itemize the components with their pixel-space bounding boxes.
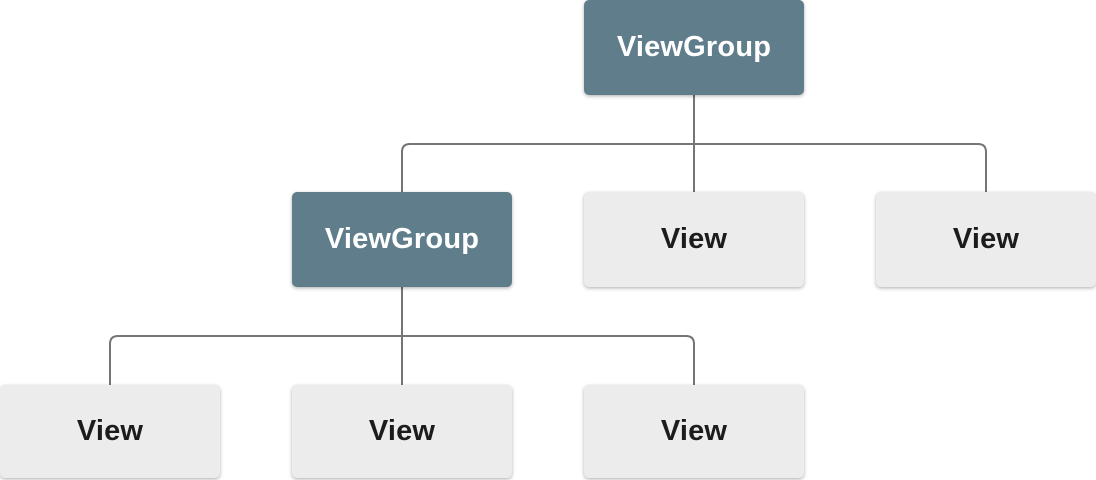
node-label: ViewGroup <box>324 223 480 255</box>
node-label: View <box>368 415 436 447</box>
viewgroup-node: ViewGroup <box>584 0 804 95</box>
view-node: View <box>584 385 804 478</box>
node-label: View <box>952 223 1020 255</box>
view-node: View <box>876 192 1096 287</box>
connector-edge <box>401 95 987 192</box>
node-label: View <box>660 415 728 447</box>
node-label: View <box>76 415 144 447</box>
connector-edge <box>109 287 695 385</box>
node-label: View <box>660 223 728 255</box>
viewgroup-node: ViewGroup <box>292 192 512 287</box>
view-node: View <box>584 192 804 287</box>
view-node: View <box>0 385 220 478</box>
view-node: View <box>292 385 512 478</box>
node-label: ViewGroup <box>616 31 772 63</box>
